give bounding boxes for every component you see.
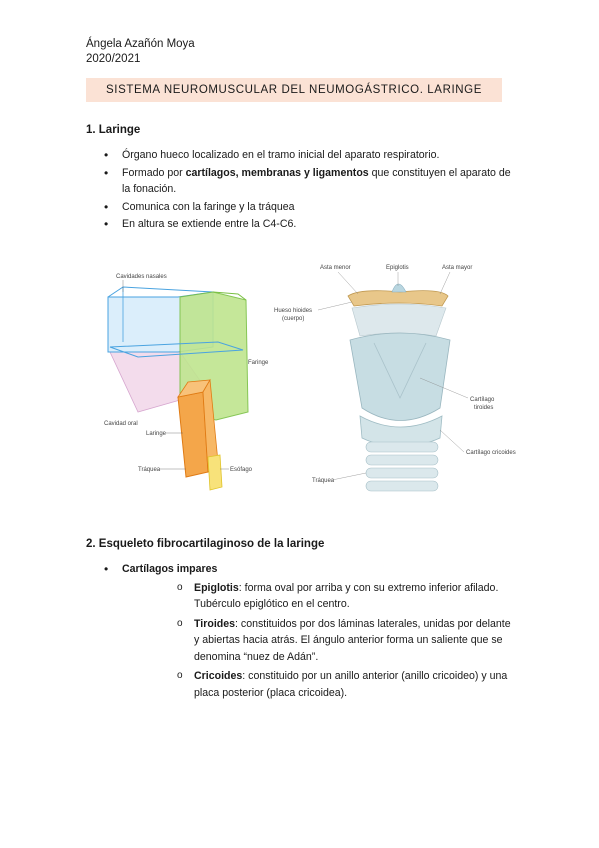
label-cartilago-tiroides-1: Cartílago [470, 397, 495, 403]
label-traquea-right: Tráquea [312, 478, 335, 484]
section-heading-laringe: 1. Laringe [86, 124, 141, 136]
trachea-ring [365, 454, 439, 466]
list-item: Epiglotis: forma oval por arriba y con s… [122, 580, 516, 613]
term-cricoides: Cricoides [194, 670, 243, 682]
label-cavidad-oral: Cavidad oral [104, 421, 138, 427]
bold-term: cartílagos, membranas y ligamentos [185, 166, 369, 179]
label-faringe: Faringe [248, 360, 269, 366]
list-item: Formado por cartílagos, membranas y liga… [86, 165, 516, 198]
author-name: Ángela Azañón Moya [86, 38, 195, 50]
thyroid-cartilage [349, 332, 451, 421]
cartilage-sublist: Epiglotis: forma oval por arriba y con s… [122, 580, 516, 702]
list-item: Órgano hueco localizado en el tramo inic… [86, 147, 516, 164]
label-hueso-hioides: Hueso hioides [274, 308, 312, 314]
label-cartilago-cricoides: Cartílago cricoides [466, 450, 516, 456]
label-esofago: Esófago [230, 467, 253, 473]
list-item: Cartílagos impares Epiglotis: forma oval… [86, 561, 516, 701]
trachea-ring [365, 467, 439, 479]
airway-schematic-figure: Cavidades nasales Faringe Cavidad oral L… [104, 274, 269, 491]
esqueleto-bullet-list: Cartílagos impares Epiglotis: forma oval… [86, 561, 516, 704]
esophagus-region [207, 454, 223, 491]
page-title: SISTEMA NEUROMUSCULAR DEL NEUMOGÁSTRICO.… [106, 84, 482, 96]
larynx-anatomy-figure: Asta menor Epiglotis Asta mayor Hueso hi… [274, 265, 516, 492]
label-cavidades-nasales: Cavidades nasales [116, 274, 167, 280]
group-label: Cartílagos impares [122, 563, 218, 575]
label-laringe: Laringe [146, 431, 167, 437]
list-item: En altura se extiende entre la C4-C6. [86, 216, 516, 233]
section-heading-esqueleto: 2. Esqueleto fibrocartilaginoso de la la… [86, 538, 325, 550]
label-asta-mayor: Asta mayor [442, 265, 472, 271]
hyoid-bone [347, 290, 449, 307]
label-asta-menor: Asta menor [320, 265, 351, 271]
trachea-ring [365, 480, 439, 492]
laringe-bullet-list: Órgano hueco localizado en el tramo inic… [86, 147, 516, 234]
term-epiglotis: Epiglotis [194, 581, 239, 594]
epiglottis [391, 283, 407, 293]
list-item: Tiroides: constituidos por dos láminas l… [122, 616, 516, 666]
list-item: Comunica con la faringe y la tráquea [86, 199, 516, 216]
list-item: Cricoides: constituido por un anillo ant… [122, 668, 516, 701]
label-epiglotis: Epiglotis [386, 265, 409, 271]
label-cartilago-tiroides-2: tiroides [474, 405, 493, 411]
term-tiroides: Tiroides [194, 617, 236, 630]
academic-year: 2020/2021 [86, 53, 141, 65]
label-hioides-cuerpo: (cuerpo) [282, 316, 304, 322]
label-traquea-left: Tráquea [138, 467, 161, 473]
title-banner: SISTEMA NEUROMUSCULAR DEL NEUMOGÁSTRICO.… [86, 78, 502, 102]
trachea-ring [365, 441, 439, 453]
